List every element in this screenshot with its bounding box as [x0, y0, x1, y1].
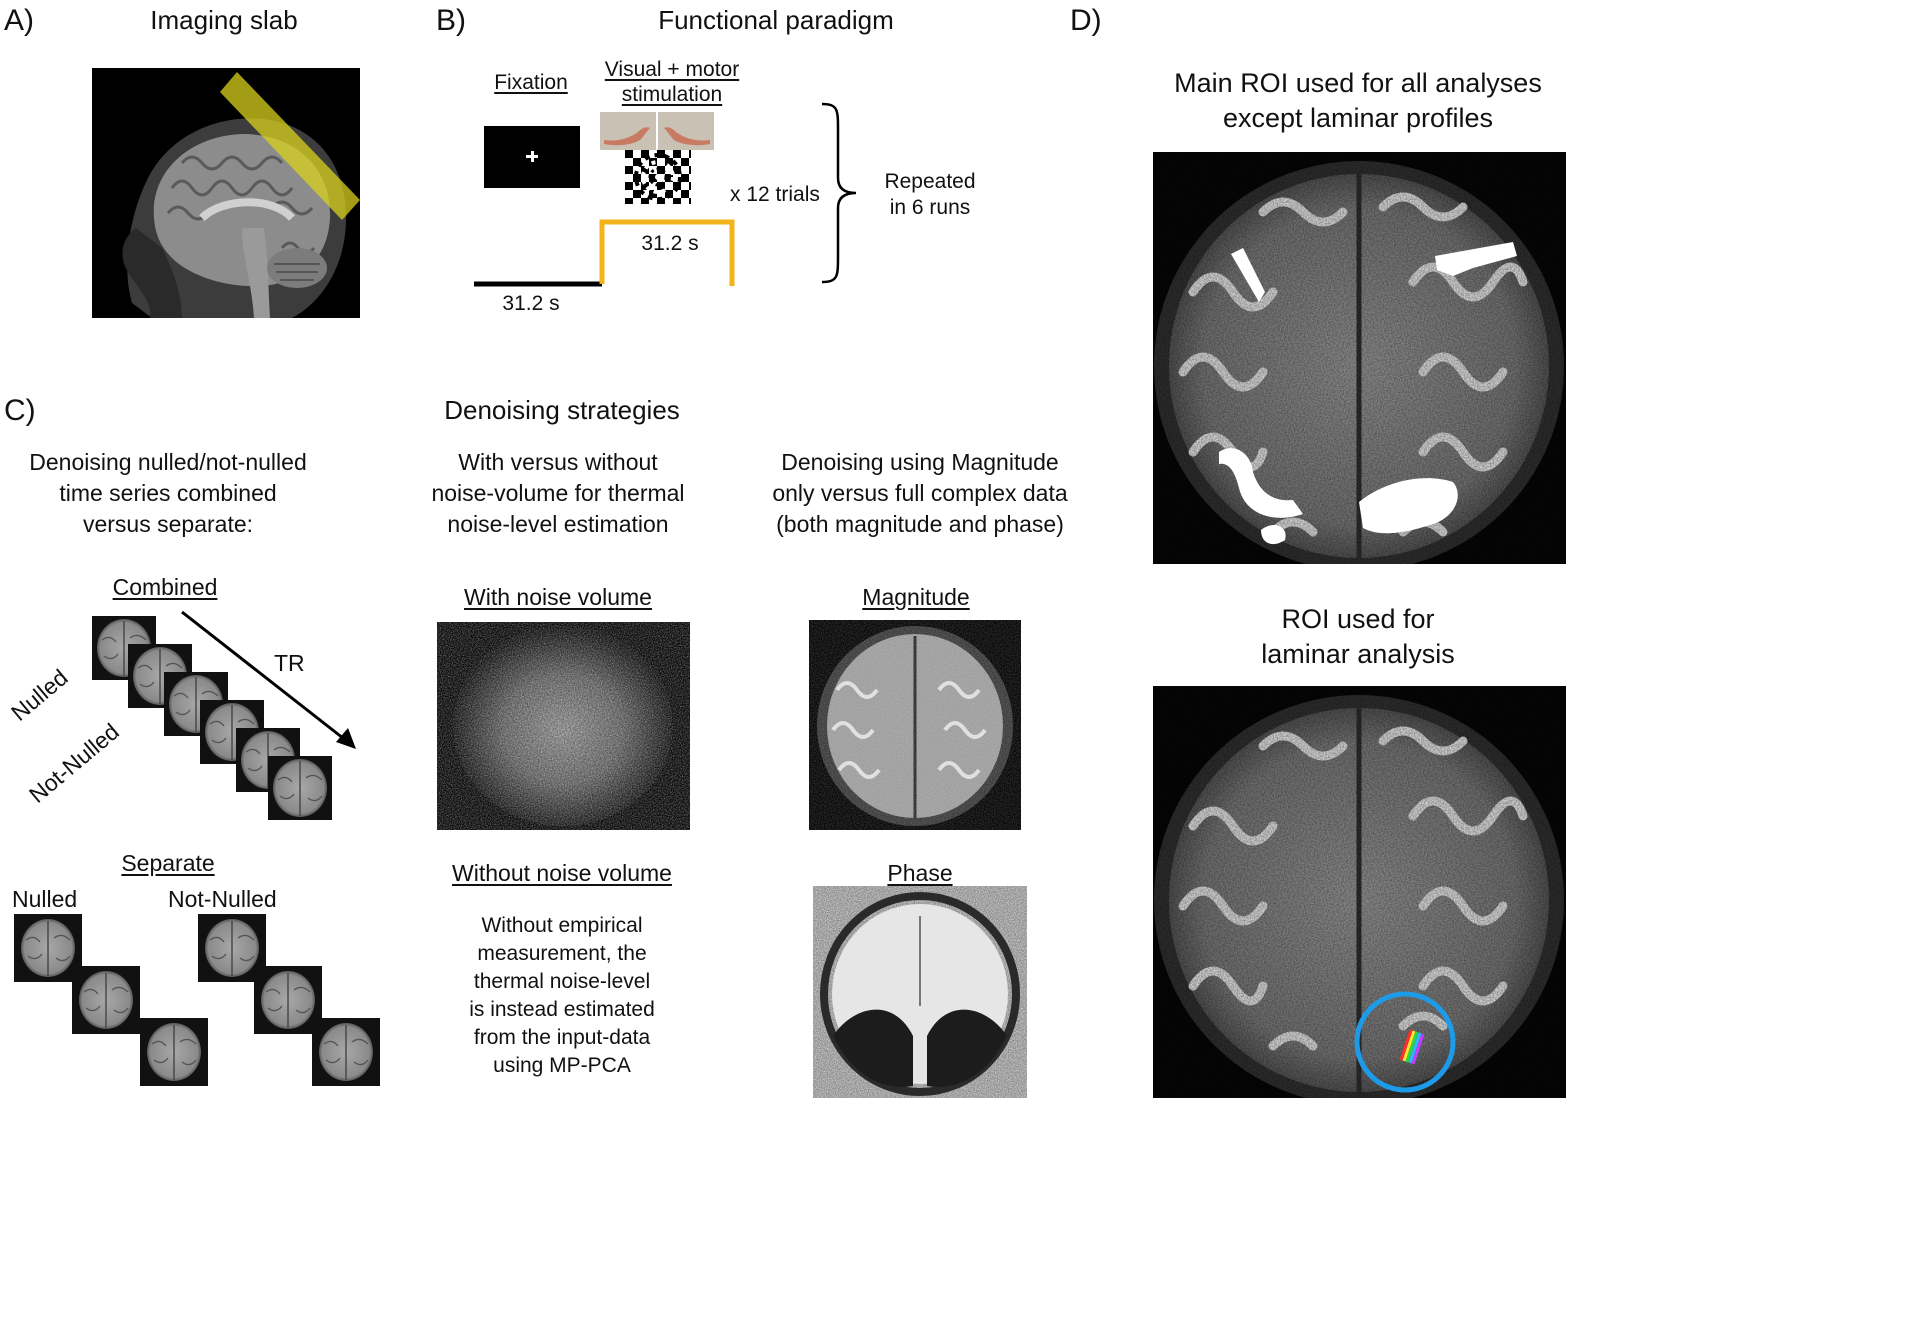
combined-volume-stack [92, 616, 332, 820]
laminar-roi-mri-image [1153, 686, 1566, 1098]
main-roi-mri-image [1153, 152, 1566, 564]
col2-line2: noise-volume for thermal [431, 480, 685, 506]
roi-right-occipital [1359, 478, 1458, 534]
without-desc-line5: from the input-data [473, 1026, 651, 1049]
separate-not-nulled-stack [198, 914, 380, 1086]
col2-line1: With versus without [458, 449, 658, 475]
fixation-label: Fixation [494, 71, 568, 94]
stimulation-label-line1: Visual + motor [604, 58, 740, 81]
repeat-line2: in 6 runs [889, 196, 971, 219]
stimulation-segment [599, 219, 735, 286]
col1-line3: versus separate: [82, 511, 254, 537]
without-desc-line1: Without empirical [481, 914, 643, 937]
hands-stimulus-image [600, 112, 714, 150]
panel-a-title: Imaging slab [150, 5, 298, 35]
col3-line2: only versus full complex data [772, 480, 1068, 506]
col2-line3: noise-level estimation [447, 511, 669, 537]
magnitude-label: Magnitude [862, 584, 970, 610]
with-noise-label: With noise volume [464, 584, 652, 610]
panel-c-title: Denoising strategies [444, 395, 680, 425]
col1-line2: time series combined [59, 480, 277, 506]
not-nulled-label: Not-Nulled [168, 886, 277, 912]
panel-a-letter: A) [4, 4, 34, 37]
stimulation-label-line2: stimulation [621, 83, 723, 106]
sagittal-mri-image [92, 68, 360, 318]
roi-lam-line2: laminar analysis [1261, 639, 1455, 669]
timing-trace [474, 219, 735, 287]
without-desc-line2: measurement, the [477, 942, 647, 965]
roi-left-frontal [1231, 248, 1265, 302]
noise-volume-image [437, 622, 690, 830]
trials-label: x 12 trials [730, 183, 820, 206]
roi-highlight-circle [1354, 991, 1456, 1093]
roi-lam-line1: ROI used for [1281, 604, 1435, 634]
laminar-roi-lines [1399, 1029, 1425, 1065]
without-desc-line6: using MP-PCA [493, 1054, 631, 1077]
roi-main-line1: Main ROI used for all analyses [1174, 68, 1542, 98]
without-desc-line3: thermal noise-level [473, 970, 651, 993]
panel-d-letter: D) [1070, 4, 1102, 37]
fixation-cross-screen [484, 126, 580, 188]
repeat-line1: Repeated [884, 170, 976, 193]
roi-left-occipital [1219, 448, 1303, 518]
roi-right-frontal [1435, 242, 1517, 276]
separate-label: Separate [121, 850, 215, 876]
baseline-duration-label: 31.2 s [502, 292, 560, 315]
phase-label: Phase [887, 860, 953, 886]
col3-line3: (both magnitude and phase) [776, 511, 1064, 537]
fixation-cross-vertical [530, 151, 534, 162]
panel-c-letter: C) [4, 394, 36, 427]
stim-duration-label: 31.2 s [641, 232, 699, 255]
panel-b-letter: B) [436, 4, 466, 37]
phase-image [813, 886, 1027, 1098]
combined-label: Combined [112, 574, 218, 600]
panel-b-title: Functional paradigm [658, 5, 894, 35]
nulled-label: Nulled [12, 886, 78, 912]
separate-nulled-stack [14, 914, 208, 1086]
tr-label: TR [274, 650, 305, 676]
checkerboard-stimulus-image [625, 150, 691, 204]
roi-main-line2: except laminar profiles [1222, 103, 1494, 133]
without-desc-line4: is instead estimated [469, 998, 655, 1021]
nulled-rotated-label: Nulled [6, 664, 73, 726]
magnitude-image [809, 620, 1021, 830]
col3-line1: Denoising using Magnitude [781, 449, 1059, 475]
without-noise-label: Without noise volume [452, 860, 672, 886]
tr-arrow [181, 610, 356, 749]
repeat-brace [821, 102, 857, 284]
col1-line1: Denoising nulled/not-nulled [29, 449, 307, 475]
